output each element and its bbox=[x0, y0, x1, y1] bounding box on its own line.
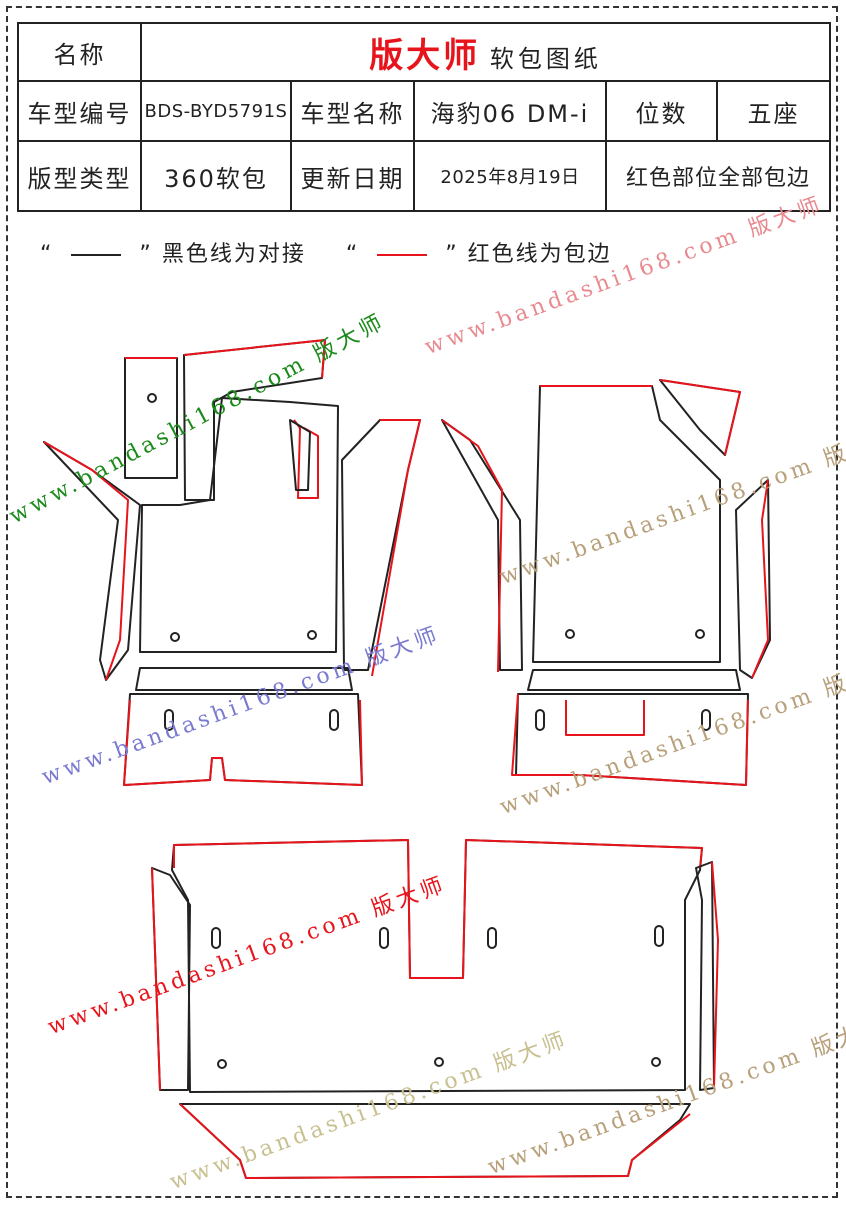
red-edge-note: 红色部位全部包边 bbox=[604, 140, 832, 212]
seats-value: 五座 bbox=[715, 80, 832, 142]
legend-black-text: 黑色线为对接 bbox=[161, 242, 306, 267]
pattern-type: 360软包 bbox=[140, 140, 292, 212]
quote-open: “ bbox=[40, 242, 54, 267]
legend-red-text: 红色线为包边 bbox=[467, 242, 612, 267]
label-model-code: 车型编号 bbox=[17, 80, 142, 142]
update-date: 2025年8月19日 bbox=[413, 140, 607, 212]
label-model-name: 车型名称 bbox=[290, 80, 415, 142]
title-cell: 版大师 软包图纸 bbox=[139, 22, 832, 82]
brand-subtitle: 软包图纸 bbox=[489, 44, 602, 73]
line-legend: “ ” 黑色线为对接 “ ” 红色线为包边 bbox=[40, 236, 612, 268]
label-seats: 位数 bbox=[605, 80, 718, 142]
rear-right-side bbox=[695, 861, 715, 1091]
red-line-sample bbox=[377, 254, 428, 256]
label-name: 名称 bbox=[17, 22, 142, 82]
driver-mat bbox=[43, 339, 421, 786]
quote-close-2: ” bbox=[445, 242, 459, 267]
quote-close: ” bbox=[139, 242, 153, 267]
page-border bbox=[6, 6, 838, 1198]
passenger-mat bbox=[441, 379, 771, 786]
model-code: BDS-BYD5791S bbox=[140, 80, 292, 142]
label-pattern-type: 版型类型 bbox=[17, 140, 142, 212]
black-line-sample bbox=[71, 254, 122, 256]
passenger-left-side bbox=[441, 419, 523, 671]
driver-floor-panel bbox=[139, 397, 339, 653]
label-update-date: 更新日期 bbox=[290, 140, 415, 212]
brand-title: 版大师 bbox=[369, 35, 481, 76]
rear-mat bbox=[151, 839, 719, 1179]
spec-table: 名称 版大师 软包图纸 车型编号 BDS-BYD5791S 车型名称 海豹06 … bbox=[17, 22, 832, 212]
quote-open-2: “ bbox=[345, 242, 360, 267]
model-name: 海豹06 DM-i bbox=[413, 80, 607, 142]
